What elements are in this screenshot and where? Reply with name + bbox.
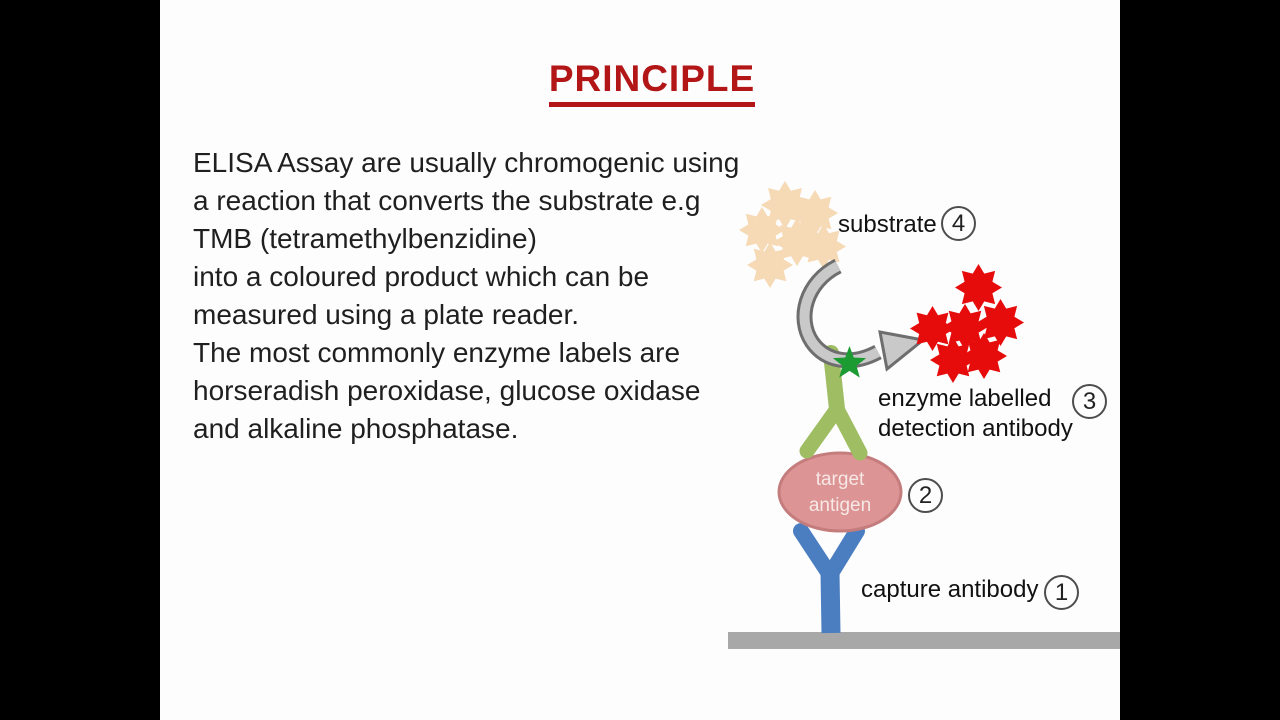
enzyme-antibody-label: enzyme labelled detection antibody <box>878 384 1073 444</box>
target-antigen-label-line2: antigen <box>808 495 872 516</box>
target-antigen-label-line1: target <box>815 469 865 490</box>
substrate-molecule-icon <box>739 207 785 253</box>
body-line: and alkaline phosphatase. <box>193 413 519 444</box>
plate-surface <box>728 632 1120 649</box>
product-molecule-icon <box>961 333 1007 379</box>
body-text: ELISA Assay are usually chromogenic usin… <box>193 144 773 448</box>
body-line: TMB (tetramethylbenzidine) <box>193 223 537 254</box>
step-badge-substrate: 4 <box>941 206 976 241</box>
step-number: 4 <box>951 209 966 237</box>
elisa-diagram <box>728 181 1120 649</box>
substrate-molecule-icon <box>747 242 793 288</box>
substrate-label: substrate <box>838 211 937 238</box>
body-line: into a coloured product which can be <box>193 261 650 292</box>
body-line: a reaction that converts the substrate e… <box>193 185 701 216</box>
target-antigen-shape <box>777 451 903 533</box>
step-number: 2 <box>918 481 933 509</box>
step-number: 3 <box>1082 387 1097 415</box>
capture-antibody-label: capture antibody <box>861 576 1039 603</box>
body-line: horseradish peroxidase, glucose oxidase <box>193 375 701 406</box>
body-line: measured using a plate reader. <box>193 299 580 330</box>
enzyme-antibody-label-line2: detection antibody <box>878 415 1073 442</box>
enzyme-antibody-label-line1: enzyme labelled <box>878 385 1052 412</box>
step-badge-enzyme: 3 <box>1072 384 1107 419</box>
product-molecule-icon <box>910 306 955 351</box>
step-badge-antigen: 2 <box>908 478 943 513</box>
product-molecule-icon <box>955 264 1002 311</box>
capture-antibody-shape <box>793 523 865 634</box>
step-number: 1 <box>1054 578 1069 606</box>
body-line: The most commonly enzyme labels are <box>193 337 681 368</box>
body-line: ELISA Assay are usually chromogenic usin… <box>193 147 740 178</box>
step-badge-capture: 1 <box>1044 575 1079 610</box>
reaction-arrow <box>796 258 927 372</box>
page-title: PRINCIPLE <box>548 58 756 107</box>
arrow-head-icon <box>878 330 927 372</box>
title-wrap: PRINCIPLE <box>160 58 1120 107</box>
coloured-product-molecules <box>910 264 1024 383</box>
slide: PRINCIPLE ELISA Assay are usually chromo… <box>160 0 1120 720</box>
target-antigen-label: target antigen <box>775 467 905 519</box>
